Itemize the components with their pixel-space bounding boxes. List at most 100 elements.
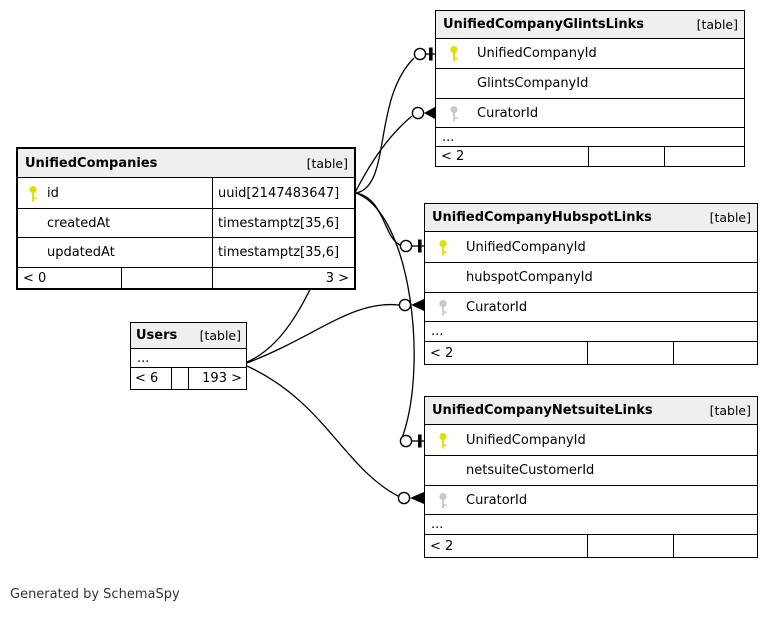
connector-bar: [429, 47, 433, 61]
table-header[interactable]: UnifiedCompanyNetsuiteLinks [table]: [425, 397, 757, 425]
table-footer: < 0 3 >: [18, 267, 354, 288]
ellipsis-row: ...: [425, 514, 757, 534]
column-row-glintscompanyid: GlintsCompanyId: [436, 68, 744, 98]
primary-key-icon: [437, 432, 449, 449]
column-row-unifiedcompanyid: UnifiedCompanyId: [436, 39, 744, 68]
table-header[interactable]: Users [table]: [131, 323, 246, 349]
table-title[interactable]: Users: [136, 328, 178, 343]
table-footer: < 2: [436, 146, 744, 166]
column-row-unifiedcompanyid: UnifiedCompanyId: [425, 425, 757, 455]
column-name: CuratorId: [466, 492, 528, 508]
foreign-key-icon: [437, 299, 449, 316]
column-row-id: id uuid[2147483647]: [18, 178, 354, 208]
table-unified-companies[interactable]: UnifiedCompanies [table] id uuid[2147483…: [16, 147, 356, 290]
column-row-hubspotcompanyid: hubspotCompanyId: [425, 262, 757, 292]
connector-arrow: [410, 492, 424, 504]
table-title[interactable]: UnifiedCompanyHubspotLinks: [432, 210, 652, 225]
footer-rows-count: 3 >: [325, 270, 349, 286]
footer-rows-count: 193 >: [202, 371, 242, 386]
column-name: createdAt: [47, 215, 111, 231]
footer-middle: [588, 535, 674, 557]
column-name: UnifiedCompanyId: [477, 46, 597, 61]
edge-uc-netsuite: [355, 192, 415, 439]
ellipsis-row: ...: [436, 127, 744, 146]
footer-rows-count: [674, 535, 757, 557]
key-spacer: [437, 462, 449, 479]
foreign-key-icon: [437, 492, 449, 509]
column-row-curatorid: CuratorId: [425, 485, 757, 514]
table-header[interactable]: UnifiedCompanyHubspotLinks [table]: [425, 204, 757, 232]
column-name: CuratorId: [466, 299, 528, 315]
table-tag: [table]: [306, 155, 348, 171]
column-row-createdat: createdAt timestamptz[35,6]: [18, 208, 354, 237]
table-title[interactable]: UnifiedCompanyNetsuiteLinks: [432, 403, 653, 418]
edge-users-hubspot: [246, 303, 400, 364]
column-name: GlintsCompanyId: [477, 76, 589, 91]
column-name: hubspotCompanyId: [466, 270, 593, 285]
column-row-updatedat: updatedAt timestamptz[35,6]: [18, 237, 354, 267]
primary-key-icon: [437, 239, 449, 256]
table-footer: < 6 193 >: [131, 367, 246, 389]
table-title[interactable]: UnifiedCompanyGlintsLinks: [443, 17, 645, 32]
footer-children-count: < 2: [425, 342, 588, 364]
connector-bar: [418, 434, 422, 448]
foreign-key-icon: [448, 105, 460, 122]
column-name: UnifiedCompanyId: [466, 239, 586, 255]
connector-circle: [397, 491, 411, 505]
table-tag: [table]: [709, 210, 751, 225]
generated-by-note: Generated by SchemaSpy: [10, 587, 180, 602]
primary-key-icon: [448, 45, 460, 62]
primary-key-icon: [27, 185, 39, 202]
column-name: UnifiedCompanyId: [466, 432, 586, 448]
connector-arrow: [411, 299, 424, 311]
column-type: timestamptz[35,6]: [218, 245, 340, 260]
table-unified-company-netsuite-links[interactable]: UnifiedCompanyNetsuiteLinks [table] Unif…: [424, 396, 758, 558]
footer-children-count: < 2: [436, 147, 589, 166]
table-users[interactable]: Users [table] ... < 6 193 >: [130, 322, 247, 390]
connector-arrow: [424, 107, 435, 119]
column-type: uuid[2147483647]: [218, 185, 340, 201]
table-footer: < 2: [425, 534, 757, 557]
connector-circle: [411, 106, 425, 120]
column-name: netsuiteCustomerId: [466, 463, 595, 478]
footer-children-count: < 2: [425, 535, 588, 557]
footer-children-count: < 6: [131, 368, 172, 389]
column-name: id: [47, 185, 59, 201]
key-spacer: [448, 75, 460, 92]
table-unified-company-glints-links[interactable]: UnifiedCompanyGlintsLinks [table] Unifie…: [435, 10, 745, 167]
table-header[interactable]: UnifiedCompanyGlintsLinks [table]: [436, 11, 744, 39]
column-row-curatorid: CuratorId: [425, 292, 757, 321]
column-row-unifiedcompanyid: UnifiedCompanyId: [425, 232, 757, 262]
table-unified-company-hubspot-links[interactable]: UnifiedCompanyHubspotLinks [table] Unifi…: [424, 203, 758, 365]
connector-circle: [399, 434, 413, 448]
edge-uc-glints: [355, 57, 415, 194]
connector-circle: [398, 298, 412, 312]
table-tag: [table]: [709, 403, 751, 418]
table-footer: < 2: [425, 341, 757, 364]
ellipsis-row: ...: [425, 321, 757, 341]
table-header[interactable]: UnifiedCompanies [table]: [18, 149, 354, 178]
footer-middle: [172, 368, 189, 389]
footer-rows-count: [665, 147, 744, 166]
ellipsis-row: ...: [137, 350, 150, 366]
key-spacer: [27, 244, 39, 261]
table-tag: [table]: [199, 328, 241, 343]
column-name: CuratorId: [477, 105, 539, 121]
table-tag: [table]: [696, 17, 738, 32]
connector-circle: [399, 239, 413, 253]
key-spacer: [437, 269, 449, 286]
connector-bar: [418, 239, 422, 253]
column-row-curatorid: CuratorId: [436, 98, 744, 127]
column-row-netsuitecustomerid: netsuiteCustomerId: [425, 455, 757, 485]
footer-middle: [588, 342, 674, 364]
table-title[interactable]: UnifiedCompanies: [25, 155, 158, 171]
key-spacer: [27, 215, 39, 232]
footer-rows-count: [674, 342, 757, 364]
footer-middle: [589, 147, 665, 166]
edge-users-netsuite: [246, 365, 399, 497]
column-type: timestamptz[35,6]: [218, 215, 340, 231]
connector-circle: [413, 47, 427, 61]
column-name: updatedAt: [47, 245, 115, 260]
